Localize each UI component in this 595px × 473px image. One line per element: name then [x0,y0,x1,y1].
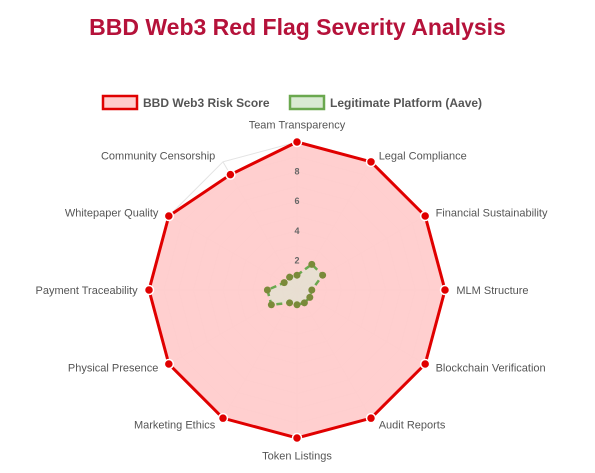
axis-label: Financial Sustainability [436,207,548,219]
data-point[interactable] [308,286,316,294]
data-point[interactable] [286,273,294,281]
data-point[interactable] [143,284,155,296]
axis-label: Whitepaper Quality [65,207,159,219]
data-point[interactable] [319,271,327,279]
data-point[interactable] [293,271,301,279]
tick-label: 2 [294,255,299,265]
axis-label: Audit Reports [379,420,446,432]
tick-label: 6 [294,196,299,206]
data-point[interactable] [439,284,451,296]
data-point[interactable] [267,301,275,309]
tick-label: 8 [294,167,299,177]
data-point[interactable] [293,301,301,309]
data-point[interactable] [306,293,314,301]
axis-label: Marketing Ethics [134,420,216,432]
legend-label[interactable]: Legitimate Platform (Aave) [330,96,482,110]
data-point[interactable] [300,299,308,307]
data-point[interactable] [163,210,175,222]
data-point[interactable] [308,260,316,268]
axis-label: MLM Structure [456,285,528,297]
data-point[interactable] [217,412,229,424]
data-point[interactable] [263,286,271,294]
axis-label: Token Listings [262,450,332,462]
data-point[interactable] [163,358,175,370]
data-point[interactable] [291,136,303,148]
chart-title: BBD Web3 Red Flag Severity Analysis [89,14,506,40]
axis-label: Team Transparency [249,120,346,132]
legend-label[interactable]: BBD Web3 Risk Score [143,96,270,110]
data-point[interactable] [365,156,377,168]
tick-layer: 2 4 6 8 [294,167,299,266]
data-point[interactable] [280,279,288,287]
axis-label: Blockchain Verification [436,363,546,375]
data-point[interactable] [286,299,294,307]
data-point[interactable] [419,210,431,222]
axis-label: Payment Traceability [35,285,138,297]
legend-swatch[interactable] [288,94,326,111]
tick-label: 4 [294,226,299,236]
data-point[interactable] [365,412,377,424]
axis-label: Legal Compliance [379,150,467,162]
data-point[interactable] [419,358,431,370]
axis-label: Community Censorship [101,150,215,162]
axis-label: Physical Presence [68,363,159,375]
data-point[interactable] [291,432,303,444]
series-layer [143,136,451,444]
legend-swatch[interactable] [101,94,139,111]
legend: BBD Web3 Risk Score Legitimate Platform (… [101,94,482,111]
data-point[interactable] [225,169,236,180]
